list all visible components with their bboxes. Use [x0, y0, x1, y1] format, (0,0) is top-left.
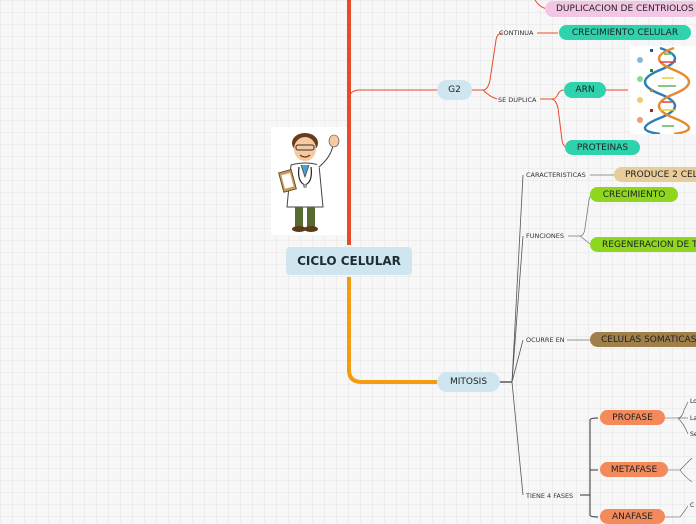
- dna-illustration: [630, 46, 696, 136]
- link-continua: [472, 32, 504, 91]
- link-metafase-1: [668, 457, 693, 471]
- link-se-duplica: [482, 89, 498, 100]
- link-proteinas: [551, 98, 568, 148]
- link-ocurre: [511, 339, 524, 383]
- tiene-fases-label: TIENE 4 FASES: [526, 492, 574, 500]
- regeneracion-label: REGENERACION DE T: [602, 239, 696, 250]
- crecimiento-label: CRECIMIENTO: [602, 189, 666, 200]
- se-duplica-label: SE DUPLICA: [498, 96, 537, 104]
- produce-node[interactable]: PRODUCE 2 CEL: [614, 167, 696, 182]
- profase-label: PROFASE: [612, 412, 653, 423]
- profase-item-3: Se: [690, 431, 696, 438]
- metafase-node[interactable]: METAFASE: [600, 462, 668, 477]
- crecimiento-celular-label: CRECIMIENTO CELULAR: [571, 27, 679, 38]
- proteinas-label: PROTEINAS: [576, 142, 629, 153]
- link-funciones: [511, 235, 524, 383]
- produce-label: PRODUCE 2 CEL: [625, 169, 696, 180]
- profase-item-2: La: [690, 415, 696, 422]
- celulas-somaticas-node[interactable]: CELULAS SOMATICAS: [590, 332, 696, 347]
- ocurre-en-label: OCURRE EN: [526, 336, 565, 344]
- link-g2: [348, 89, 437, 101]
- g2-node[interactable]: G2: [437, 80, 472, 100]
- trunk-lower: [347, 277, 437, 384]
- funciones-label: FUNCIONES: [526, 232, 565, 240]
- continua-label: CONTINUA: [499, 29, 534, 37]
- link-profase: [580, 417, 599, 496]
- anafase-label: ANAFASE: [612, 511, 653, 522]
- arn-label: ARN: [575, 85, 595, 95]
- mitosis-label: MITOSIS: [449, 377, 488, 387]
- link-anafase: [589, 495, 599, 518]
- regeneracion-node[interactable]: REGENERACION DE T: [590, 237, 696, 252]
- doctor-illustration: [271, 127, 347, 235]
- link-fases: [511, 381, 524, 496]
- arn-node[interactable]: ARN: [564, 82, 606, 98]
- root-label: CICLO CELULAR: [297, 254, 401, 268]
- profase-node[interactable]: PROFASE: [600, 410, 665, 425]
- link-metafase-2: [679, 469, 693, 483]
- caracteristicas-label: CARACTERISTICAS: [526, 171, 586, 179]
- proteinas-node[interactable]: PROTEINAS: [565, 140, 640, 155]
- crecimiento-celular-node[interactable]: CRECIMIENTO CELULAR: [559, 25, 691, 40]
- anafase-node[interactable]: ANAFASE: [600, 509, 665, 524]
- duplicacion-centriolos-node[interactable]: DUPLICACION DE CENTRIOLOS: [545, 1, 696, 17]
- link-profase-1: [665, 401, 689, 419]
- anafase-item-1: C: [690, 502, 695, 509]
- metafase-label: METAFASE: [610, 464, 658, 475]
- link-arn: [540, 89, 565, 100]
- link-crecimiento: [568, 193, 595, 237]
- root-node-ciclo-celular[interactable]: CICLO CELULAR: [286, 247, 412, 275]
- profase-item-1: Lo: [690, 398, 696, 405]
- celulas-somaticas-label: CELULAS SOMATICAS: [601, 334, 696, 345]
- link-anafase-1: [665, 505, 689, 518]
- mitosis-node[interactable]: MITOSIS: [437, 372, 500, 392]
- crecimiento-node[interactable]: CRECIMIENTO: [590, 187, 678, 202]
- link-regeneracion: [579, 235, 591, 245]
- g2-label: G2: [448, 85, 461, 95]
- link-caracteristicas: [511, 174, 524, 383]
- duplicacion-centriolos-label: DUPLICACION DE CENTRIOLOS: [556, 4, 694, 14]
- link-profase-3: [677, 417, 689, 435]
